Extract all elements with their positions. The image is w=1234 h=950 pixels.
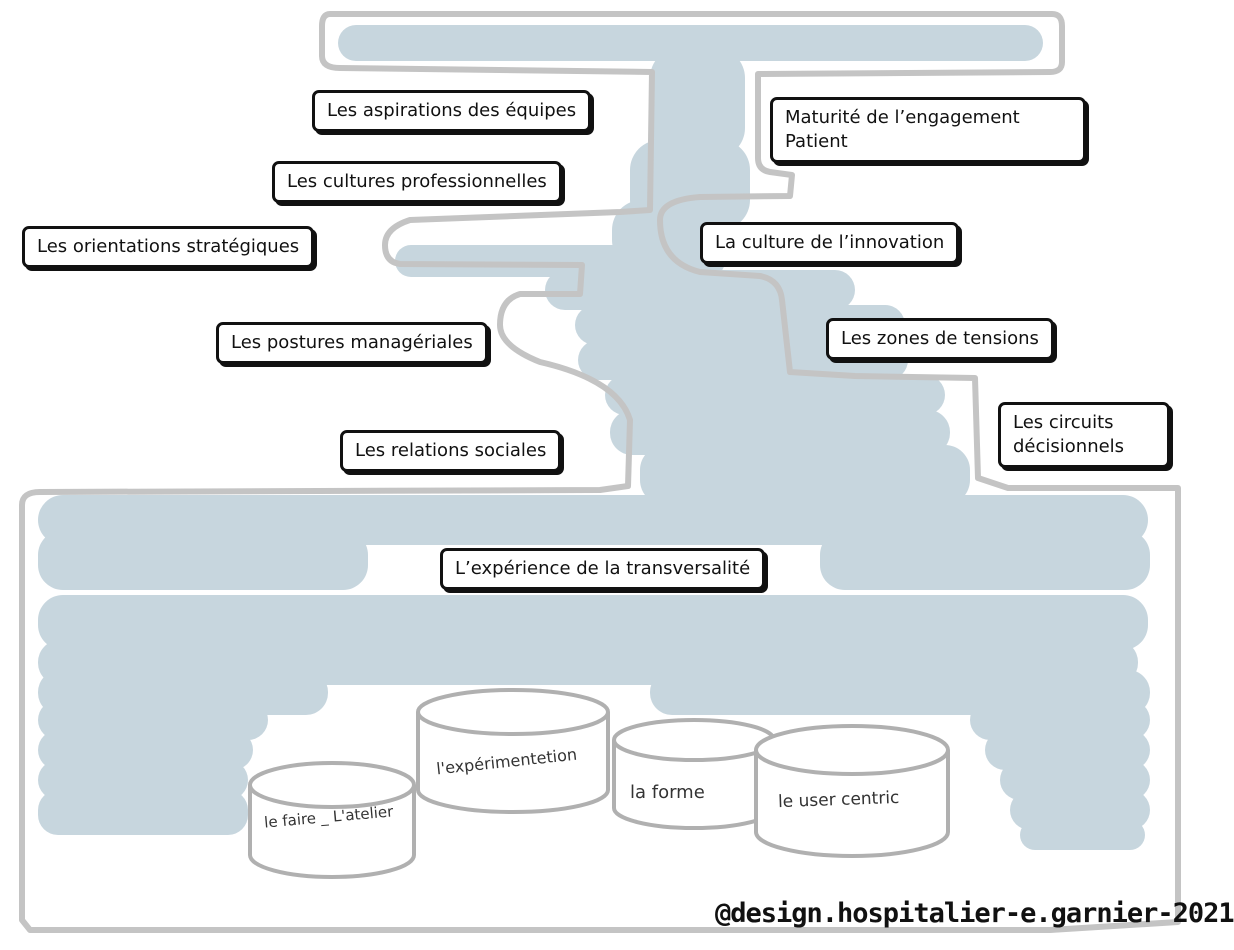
blue-wash bbox=[38, 25, 1150, 850]
label-aspirations: Les aspirations des équipes bbox=[312, 90, 592, 132]
label-tensions: Les zones de tensions bbox=[826, 318, 1054, 360]
cylinders bbox=[248, 688, 950, 879]
label-relations: Les relations sociales bbox=[340, 430, 562, 472]
label-postures: Les postures managériales bbox=[216, 322, 488, 364]
grey-outline bbox=[19, 11, 1181, 933]
label-circuits-line2: décisionnels bbox=[1013, 436, 1125, 457]
label-circuits: Les circuits décisionnels bbox=[998, 402, 1170, 468]
label-circuits-line1: Les circuits bbox=[1013, 412, 1114, 433]
cylinder-forme bbox=[612, 718, 776, 830]
label-maturite-line1: Maturité de l’engagement bbox=[785, 107, 1020, 128]
label-maturite-line2: Patient bbox=[785, 131, 848, 152]
label-maturite: Maturité de l’engagement Patient bbox=[770, 97, 1086, 163]
cylinder-text-forme: la forme bbox=[630, 782, 705, 803]
cylinder-faire bbox=[248, 761, 416, 879]
label-orientations: Les orientations stratégiques bbox=[22, 226, 315, 268]
label-transversalite: L’expérience de la transversalité bbox=[440, 548, 766, 590]
diagram-canvas bbox=[19, 11, 1181, 933]
label-innovation: La culture de l’innovation bbox=[700, 222, 960, 264]
credit-signature: @design.hospitalier-e.garnier-2021 bbox=[715, 898, 1234, 929]
cylinder-text-user: le user centric bbox=[777, 787, 900, 813]
cylinder-experimentation bbox=[416, 688, 610, 814]
cylinder-user bbox=[754, 724, 950, 858]
label-cultures: Les cultures professionnelles bbox=[272, 161, 562, 203]
